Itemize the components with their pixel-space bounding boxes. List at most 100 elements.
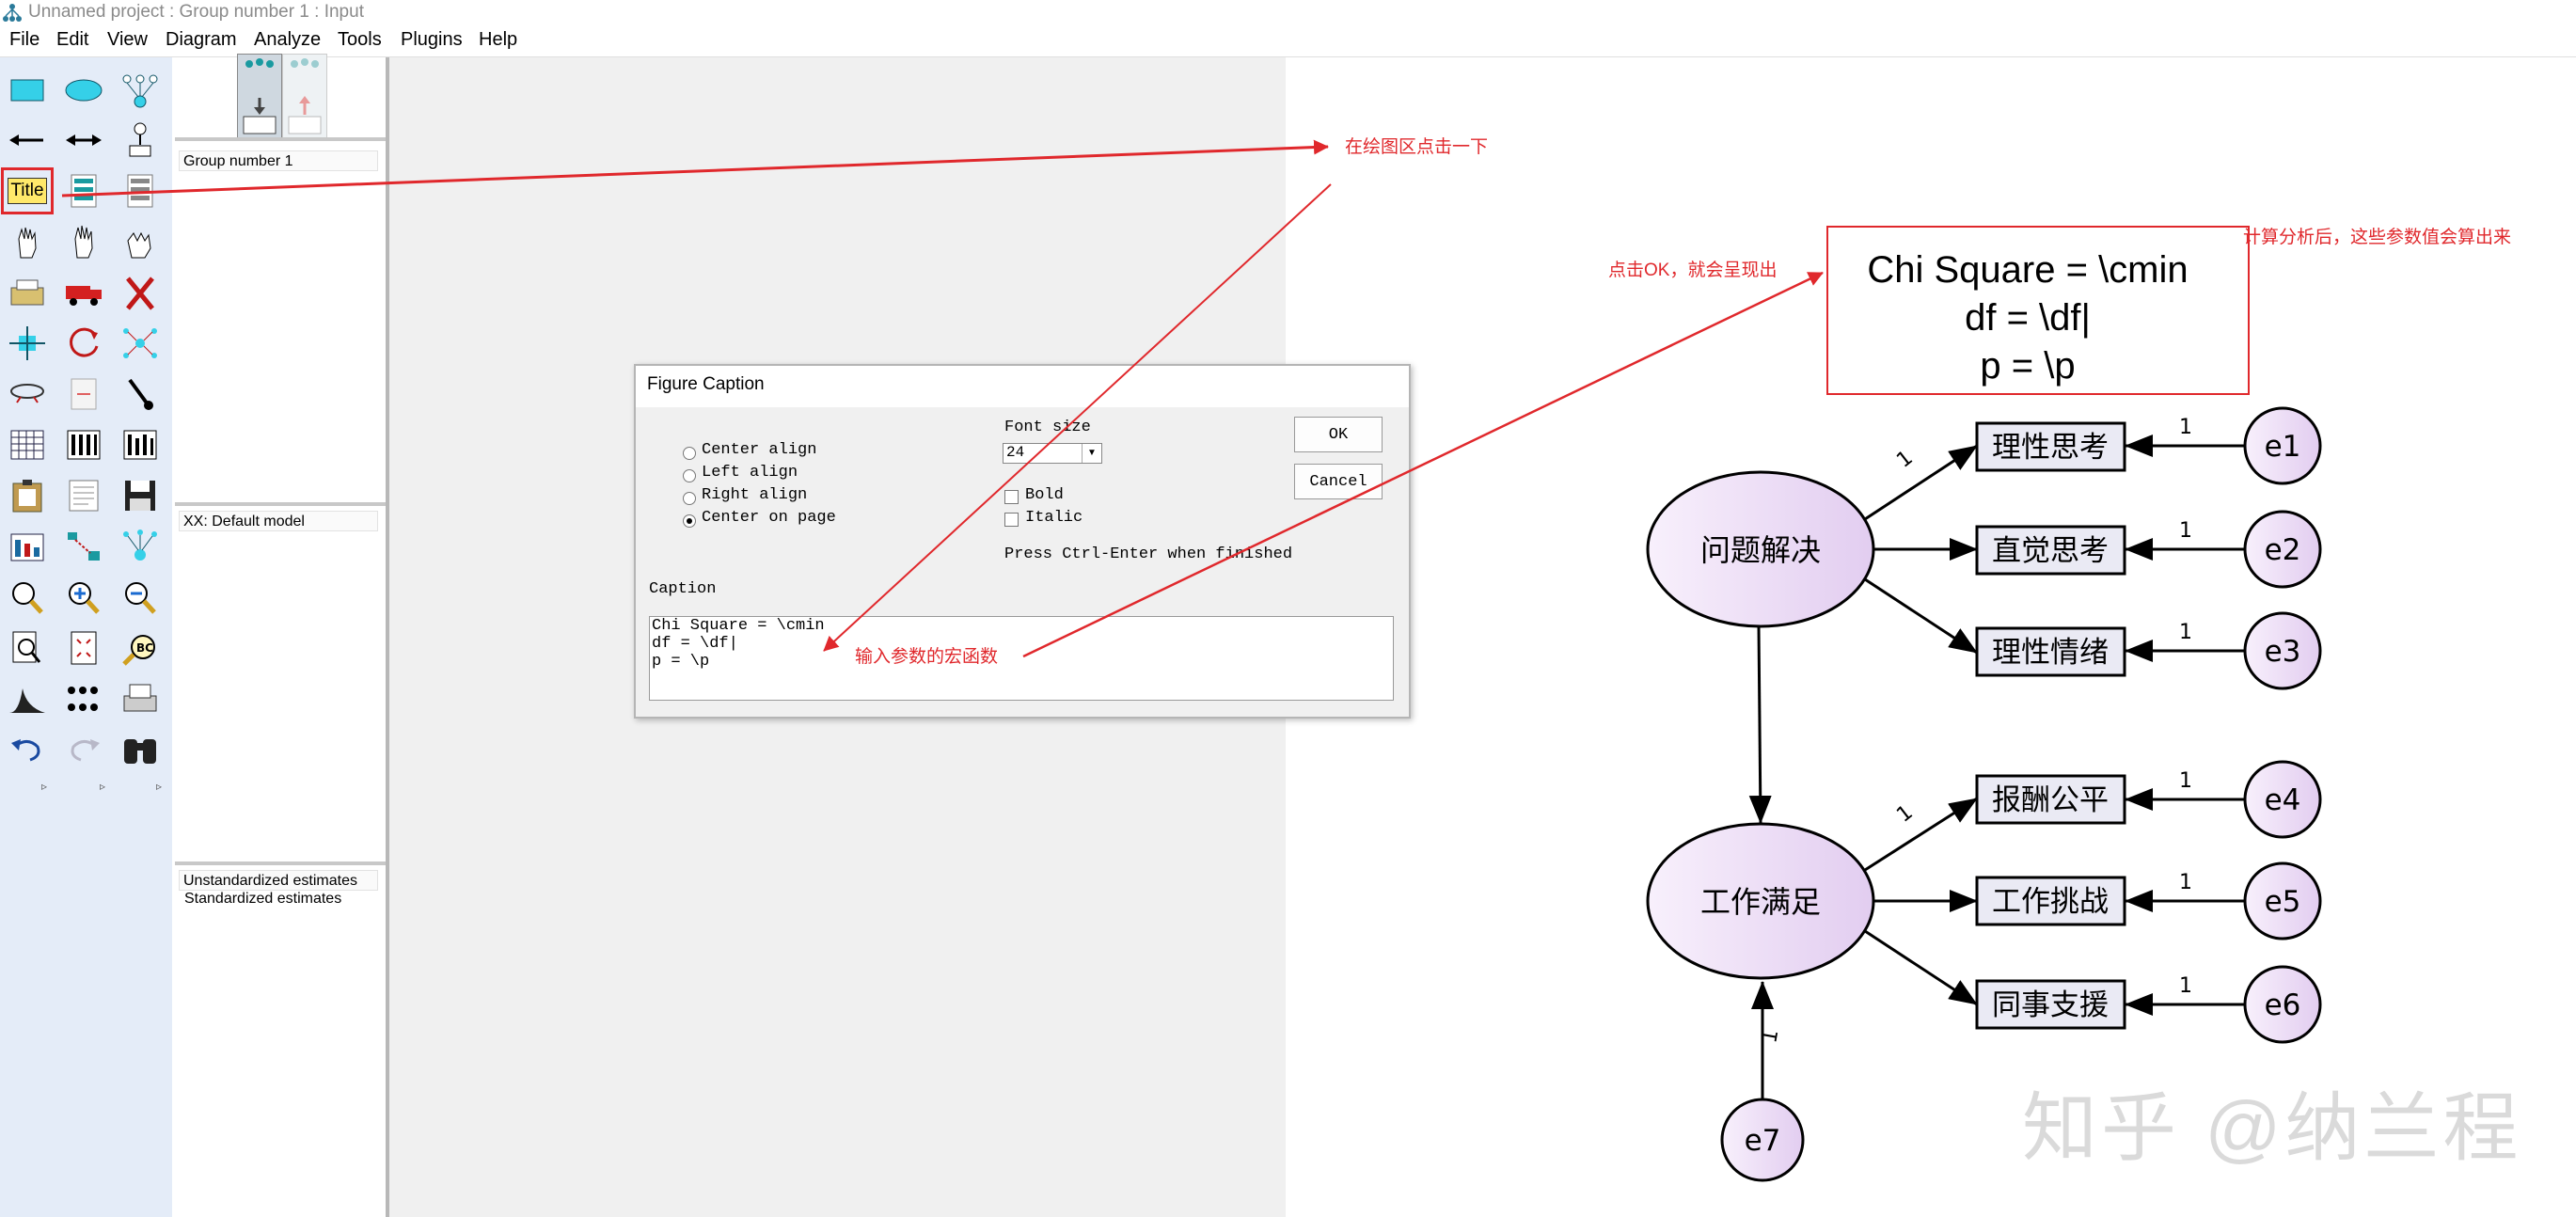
model-list-item[interactable]: XX: Default model — [179, 511, 378, 531]
right-align-radio[interactable] — [683, 492, 696, 505]
toolbox-scroll-2[interactable]: ▹ — [100, 780, 106, 793]
observed-variable[interactable] — [1975, 421, 2126, 472]
center-on-page-radio[interactable] — [683, 514, 696, 528]
zoom-select-tool[interactable] — [2, 575, 53, 620]
toolbox-scroll-3[interactable]: ▹ — [156, 780, 163, 793]
figure-caption-tool[interactable]: Title — [1, 167, 54, 214]
list-variables-in-dataset-tool[interactable] — [115, 168, 166, 213]
select-one-tool[interactable] — [2, 219, 53, 264]
zoom-out-tool[interactable] — [115, 575, 166, 620]
menu-view[interactable]: View — [107, 29, 148, 50]
latent-problem-solving[interactable] — [1646, 470, 1875, 628]
error-variable[interactable] — [2243, 611, 2322, 690]
group-list-item[interactable]: Group number 1 — [179, 150, 378, 171]
touch-up-tool[interactable] — [115, 371, 166, 417]
error-variable[interactable] — [1720, 1098, 1805, 1182]
specification-search-tool[interactable] — [115, 727, 166, 772]
left-align-radio[interactable] — [683, 469, 696, 482]
draw-indicator-tool[interactable] — [115, 67, 166, 112]
center-align-radio[interactable] — [683, 447, 696, 460]
latent-job-satisfaction[interactable] — [1646, 822, 1875, 980]
dialog-title: Figure Caption — [647, 374, 765, 394]
chevron-down-icon[interactable]: ▼ — [1082, 444, 1101, 463]
view-page-tool[interactable] — [2, 625, 53, 671]
observed-variable[interactable] — [1975, 774, 2126, 825]
error-variable[interactable] — [2243, 406, 2322, 485]
menu-file[interactable]: File — [9, 29, 40, 50]
select-all-tool[interactable] — [58, 219, 109, 264]
observed-variable[interactable] — [1975, 525, 2126, 576]
single-arrow-tool[interactable] — [2, 118, 53, 163]
annotation-macro-input: 输入参数的宏函数 — [855, 647, 999, 667]
view-input-button[interactable] — [237, 54, 282, 138]
observed-variable[interactable] — [1975, 979, 2126, 1030]
preserve-symmetries-tool[interactable] — [115, 524, 166, 569]
abacus-icon — [67, 430, 101, 460]
unique-variable-tool[interactable] — [115, 118, 166, 163]
draw-observed-tool[interactable] — [2, 67, 53, 112]
multi-group-icon — [68, 687, 98, 711]
observed-variable[interactable] — [1975, 876, 2126, 926]
copy-to-clipboard-tool[interactable] — [2, 473, 53, 518]
observed-variable[interactable] — [1975, 626, 2126, 677]
font-size-select[interactable]: 24 ▼ — [1003, 443, 1102, 464]
caption-textarea[interactable]: Chi Square = \cmin df = \df| p = \p — [649, 616, 1394, 701]
magnifier-tool[interactable]: BC — [115, 625, 166, 671]
double-arrow-tool[interactable] — [58, 118, 109, 163]
draw-latent-tool[interactable] — [58, 67, 109, 112]
reflect-tool[interactable] — [115, 321, 166, 366]
analysis-properties-tool[interactable] — [58, 422, 109, 467]
redo-tool[interactable] — [58, 727, 109, 772]
menu-help[interactable]: Help — [479, 29, 518, 50]
standardized-estimates-item[interactable]: Standardized estimates — [184, 891, 342, 907]
save-tool[interactable] — [115, 473, 166, 518]
panel-splitter[interactable] — [386, 57, 389, 1217]
multiple-group-tool[interactable] — [58, 676, 109, 721]
view-output-button[interactable] — [282, 54, 327, 138]
fit-to-page-tool[interactable] — [58, 625, 109, 671]
menu-plugins[interactable]: Plugins — [401, 29, 463, 50]
rectangle-icon — [10, 79, 44, 102]
print-tool[interactable] — [115, 676, 166, 721]
view-text-tool[interactable] — [58, 473, 109, 518]
rotate-tool[interactable] — [58, 321, 109, 366]
toolbox-scroll-1[interactable]: ▹ — [41, 780, 48, 793]
reflect-icon — [123, 328, 157, 358]
degrees-of-freedom-tool[interactable] — [2, 676, 53, 721]
error-variable[interactable] — [2243, 861, 2322, 940]
bold-checkbox[interactable] — [1004, 490, 1019, 504]
error-variable[interactable] — [2243, 510, 2322, 589]
menu-edit[interactable]: Edit — [56, 29, 89, 50]
error-variable[interactable] — [2243, 965, 2322, 1044]
deselect-all-tool[interactable] — [115, 219, 166, 264]
move-tool[interactable] — [58, 270, 109, 315]
resize-tool[interactable] — [2, 321, 53, 366]
unstandardized-estimates-item[interactable]: Unstandardized estimates — [179, 870, 378, 891]
symmetry-icon — [123, 529, 157, 561]
menu-diagram[interactable]: Diagram — [166, 29, 237, 50]
menu-analyze[interactable]: Analyze — [254, 29, 322, 50]
calculate-estimates-tool[interactable] — [115, 422, 166, 467]
undo-tool[interactable] — [2, 727, 53, 772]
parameter-icon — [10, 384, 44, 403]
error-variable[interactable] — [2243, 760, 2322, 839]
italic-checkbox[interactable] — [1004, 513, 1019, 527]
select-data-files-tool[interactable] — [2, 422, 53, 467]
figure-caption[interactable]: Chi Square = \cmin df = \df| p = \p — [1825, 246, 2230, 390]
drag-properties-tool[interactable] — [58, 524, 109, 569]
move-parameter-tool[interactable] — [2, 371, 53, 417]
copy-machine-icon — [10, 279, 44, 306]
list-variables-in-model-tool[interactable] — [58, 168, 109, 213]
cancel-button[interactable]: Cancel — [1294, 464, 1383, 499]
center-align-label: Center align — [702, 441, 817, 459]
object-properties-tool[interactable] — [2, 524, 53, 569]
scroll-tool[interactable] — [58, 371, 109, 417]
ok-button[interactable]: OK — [1294, 417, 1383, 452]
title-bar: Unnamed project : Group number 1 : Input — [0, 0, 2576, 27]
annotation-click-ok: 点击OK，就会呈现出 — [1608, 261, 1778, 280]
toolbox: Title — [0, 57, 172, 1217]
menu-tools[interactable]: Tools — [338, 29, 382, 50]
zoom-in-tool[interactable] — [58, 575, 109, 620]
copy-tool[interactable] — [2, 270, 53, 315]
erase-tool[interactable] — [115, 270, 166, 315]
